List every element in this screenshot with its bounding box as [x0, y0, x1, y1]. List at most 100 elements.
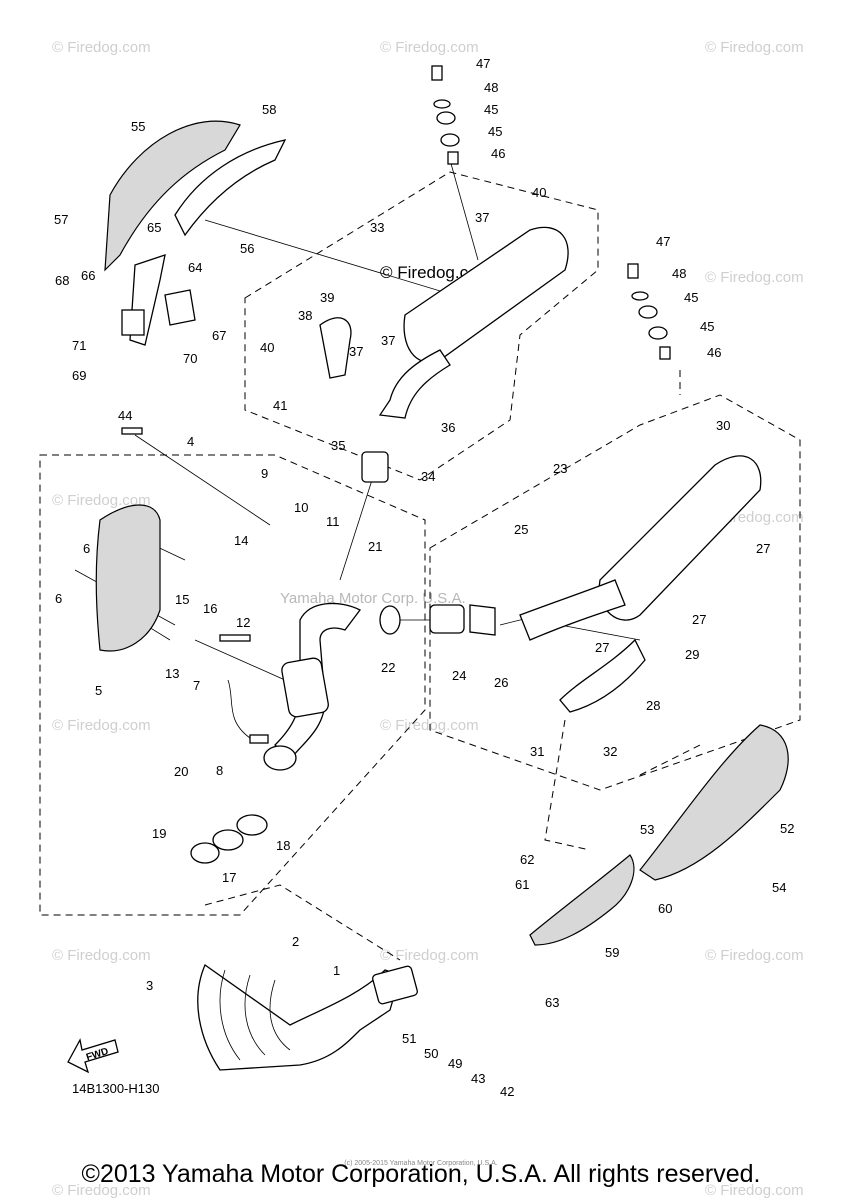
part-label: 7 [193, 678, 200, 693]
part-label: 27 [692, 612, 706, 627]
damper-45 [648, 326, 668, 340]
gasket-19 [190, 842, 220, 864]
group-33-outline [244, 171, 599, 481]
part-label: 11 [326, 514, 340, 529]
part-label: 4 [187, 434, 194, 449]
part-label: 57 [54, 212, 68, 227]
part-label: 6 [55, 591, 62, 606]
part-label: 17 [222, 870, 236, 885]
catalyst-body [281, 657, 329, 718]
part-label: 56 [240, 241, 254, 256]
part-label: 2 [292, 934, 299, 949]
watermark: © Firedog.com [52, 947, 151, 964]
bracket-70 [164, 289, 196, 326]
pipe-outlet [263, 745, 297, 771]
heat-shield-5 [95, 504, 161, 652]
part-label: 55 [131, 119, 145, 134]
damper-45 [638, 305, 658, 319]
part-label: 22 [381, 660, 395, 675]
part-label: 19 [152, 826, 166, 841]
bolt-47 [627, 263, 639, 279]
part-label: 13 [165, 666, 179, 681]
part-label: 37 [475, 210, 489, 225]
watermark: © Firedog.com [380, 947, 479, 964]
gasket-18 [236, 814, 268, 836]
part-label: 40 [532, 185, 546, 200]
part-label: 53 [640, 822, 654, 837]
part-label: 1 [333, 963, 340, 978]
watermark: © Firedog.com [380, 39, 479, 56]
group-4-outline [39, 454, 426, 916]
sleeve-24 [429, 604, 465, 634]
mid-watermark: Yamaha Motor Corp. U.S.A. [280, 590, 466, 607]
part-label: 63 [545, 995, 559, 1010]
part-label: 27 [756, 541, 770, 556]
watermark: © Firedog.com [52, 39, 151, 56]
part-label: 21 [368, 539, 382, 554]
link-pipe [519, 579, 626, 641]
part-label: 69 [72, 368, 86, 383]
part-shapes [95, 65, 789, 1071]
part-label: 36 [441, 420, 455, 435]
part-label: 10 [294, 500, 308, 515]
heat-shield-55 [104, 120, 241, 272]
part-labels: 1 2 3 4 5 6 6 7 8 9 10 11 12 13 14 15 16… [54, 56, 794, 1099]
part-label: 26 [494, 675, 508, 690]
bracket-28 [559, 638, 646, 713]
diagram-code: 14B1300-H130 [72, 1081, 159, 1096]
damper-45 [440, 133, 460, 147]
sensor-wire-8 [227, 679, 251, 739]
part-label: 49 [448, 1056, 462, 1071]
part-label: 43 [471, 1071, 485, 1086]
part-label: 47 [656, 234, 670, 249]
part-label: 41 [273, 398, 287, 413]
collar-46 [447, 151, 459, 165]
collar-46 [659, 346, 671, 360]
bolt-47 [431, 65, 443, 81]
part-label: 24 [452, 668, 466, 683]
part-label: 16 [203, 601, 217, 616]
part-label: 59 [605, 945, 619, 960]
part-label: 51 [402, 1031, 416, 1046]
part-label: 37 [381, 333, 395, 348]
part-label: 44 [118, 408, 132, 423]
part-label: 6 [83, 541, 90, 556]
part-label: 37 [349, 344, 363, 359]
heat-shield-58 [174, 139, 287, 237]
part-label: 60 [658, 901, 672, 916]
part-label: 39 [320, 290, 334, 305]
part-label: 50 [424, 1046, 438, 1061]
muffler-33 [403, 226, 569, 363]
cover-59 [529, 854, 635, 946]
part-label: 28 [646, 698, 660, 713]
watermark: © Firedog.com [52, 1182, 151, 1199]
watermark: © Firedog.com [52, 492, 151, 509]
watermark: © Firedog.com [705, 269, 804, 286]
part-label: 27 [595, 640, 609, 655]
part-label: 58 [262, 102, 276, 117]
copyright-notice: ©2013 Yamaha Motor Corporation, U.S.A. A… [81, 1160, 761, 1188]
part-label: 15 [175, 592, 189, 607]
watermark: © Firedog.com [380, 717, 479, 734]
part-label: 23 [553, 461, 567, 476]
part-label: 48 [672, 266, 686, 281]
group-outlines [39, 171, 801, 961]
muffler-pipe [378, 349, 451, 419]
part-label: 32 [603, 744, 617, 759]
part-label: 46 [491, 146, 505, 161]
part-label: 62 [520, 852, 534, 867]
watermark: © Firedog.com [705, 39, 804, 56]
part-label: 3 [146, 978, 153, 993]
part-label: 31 [530, 744, 544, 759]
tiny-credit: (c) 2005-2015 Yamaha Motor Corporation, … [344, 1160, 498, 1167]
part-label: 48 [484, 80, 498, 95]
bracket-38 [319, 317, 352, 379]
part-label: 45 [700, 319, 714, 334]
header-joint [372, 965, 418, 1005]
leader-line [639, 744, 701, 776]
washer-48 [631, 291, 649, 301]
clamp-22 [379, 605, 401, 635]
part-label: 12 [236, 615, 250, 630]
part-label: 14 [234, 533, 248, 548]
